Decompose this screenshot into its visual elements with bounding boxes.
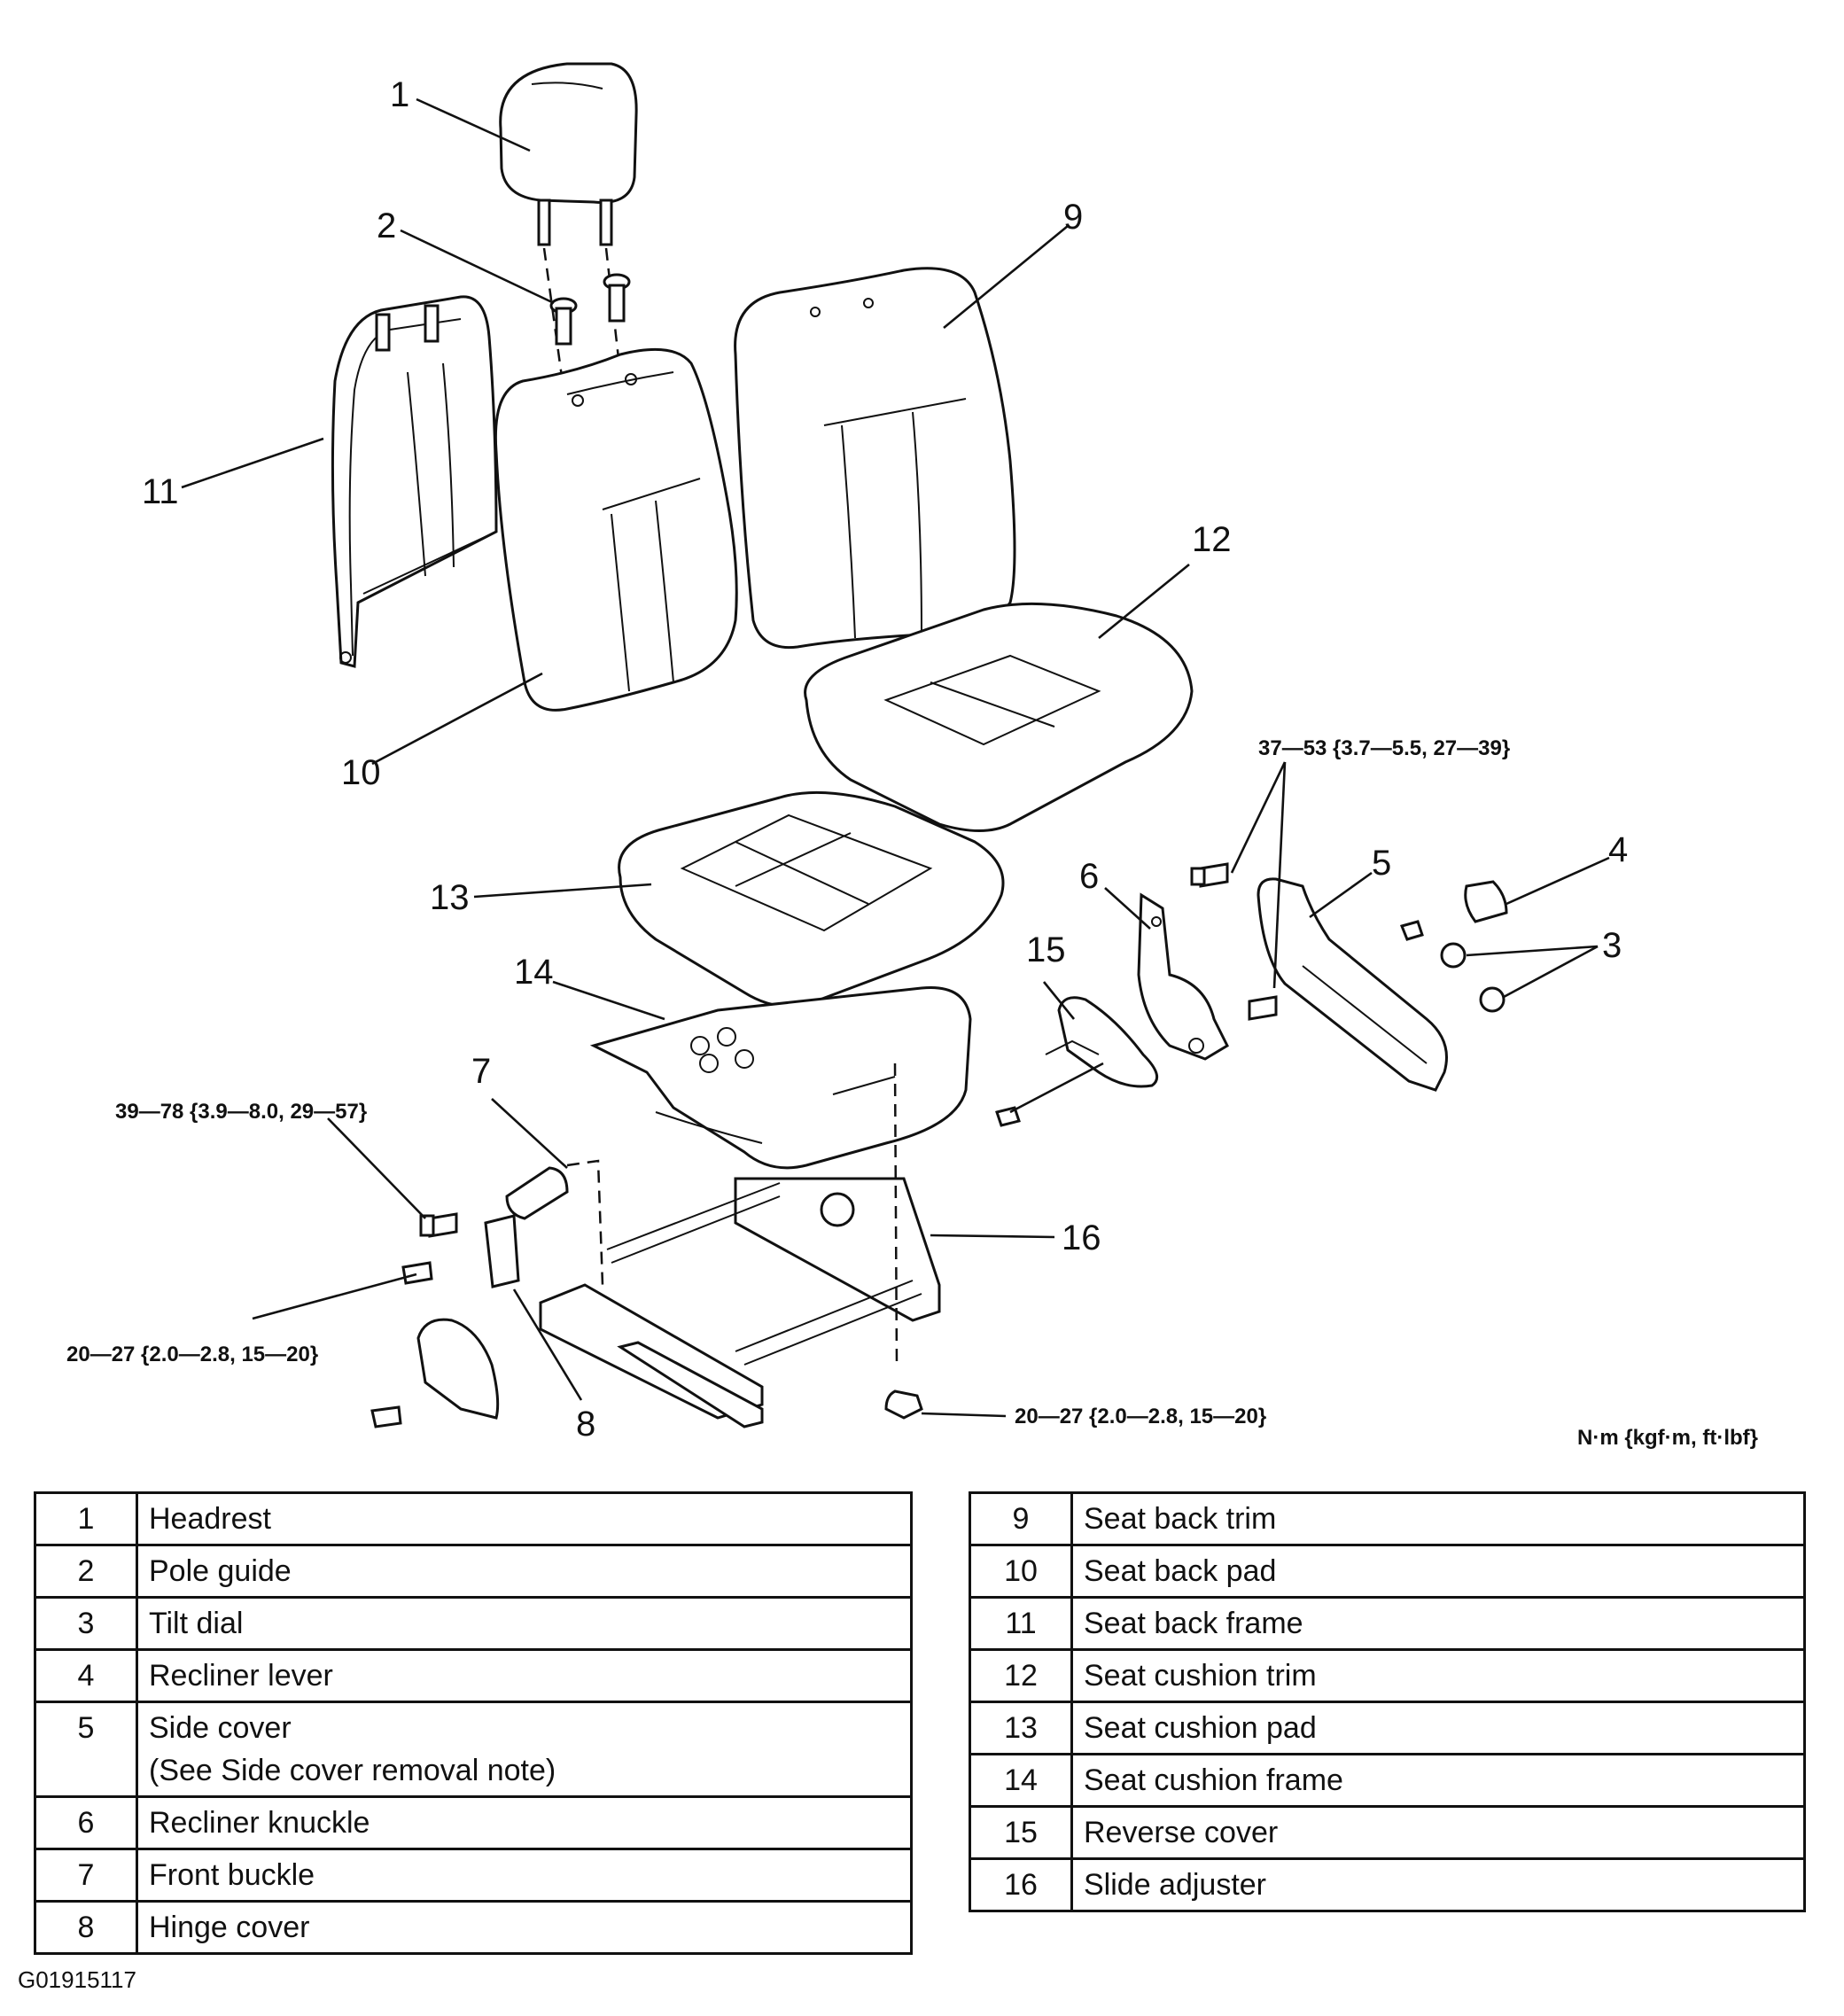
callout-12: 12 <box>1192 520 1232 559</box>
headrest-part <box>499 62 638 391</box>
seat-back-trim-part <box>734 267 1016 650</box>
leader-lines <box>181 97 1610 1418</box>
figure-id: G01915117 <box>18 1966 136 1993</box>
callout-10: 10 <box>341 753 381 792</box>
slide-adjuster-part <box>539 1062 941 1428</box>
callout-14: 14 <box>514 953 554 992</box>
torque-units: N·m {kgf·m, ft·lbf} <box>1577 1426 1758 1450</box>
legend-name: Side cover <box>149 1711 292 1745</box>
seat-back-pad-part <box>494 347 738 712</box>
callout-labels: 1 2 3 4 5 6 7 8 9 10 11 12 13 14 15 16 3… <box>66 75 1758 1450</box>
seat-exploded-diagram: 1 2 3 4 5 6 7 8 9 10 11 12 13 14 15 16 3… <box>66 62 1758 1450</box>
front-buckle-part <box>419 1159 604 1286</box>
seat-back-frame-part <box>331 295 498 668</box>
torque-slide: 20—27 {2.0—2.8, 15—20} <box>1015 1405 1266 1428</box>
pole-guide-part <box>549 273 631 346</box>
legend-note: (See Side cover removal note) <box>149 1754 556 1787</box>
callout-13: 13 <box>430 878 470 917</box>
callout-9: 9 <box>1063 198 1083 237</box>
torque-buckle: 39—78 {3.9—8.0, 29—57} <box>115 1100 367 1124</box>
torque-hinge: 20—27 {2.0—2.8, 15—20} <box>66 1343 318 1366</box>
tilt-dial-part <box>1440 942 1506 1013</box>
reverse-cover-part <box>995 996 1159 1127</box>
callout-1: 1 <box>390 75 409 114</box>
side-cover-part <box>1257 877 1448 1092</box>
seat-cushion-frame-part <box>589 985 972 1170</box>
callout-8: 8 <box>576 1405 595 1444</box>
callout-16: 16 <box>1062 1218 1101 1257</box>
hinge-cover-part <box>370 1214 520 1428</box>
recliner-knuckle-part <box>1137 862 1278 1061</box>
callout-2: 2 <box>377 206 396 245</box>
seat-cushion-trim-part <box>804 602 1194 832</box>
callout-6: 6 <box>1079 857 1099 896</box>
seat-cushion-pad-part <box>618 790 1005 1008</box>
callout-15: 15 <box>1026 930 1066 969</box>
recliner-lever-part <box>1464 880 1508 923</box>
callout-11: 11 <box>142 472 179 511</box>
callout-4: 4 <box>1608 830 1628 869</box>
callout-3: 3 <box>1602 926 1622 965</box>
torque-recliner: 37—53 {3.7—5.5, 27—39} <box>1258 736 1510 760</box>
callout-7: 7 <box>471 1052 491 1091</box>
callout-5: 5 <box>1372 844 1391 883</box>
